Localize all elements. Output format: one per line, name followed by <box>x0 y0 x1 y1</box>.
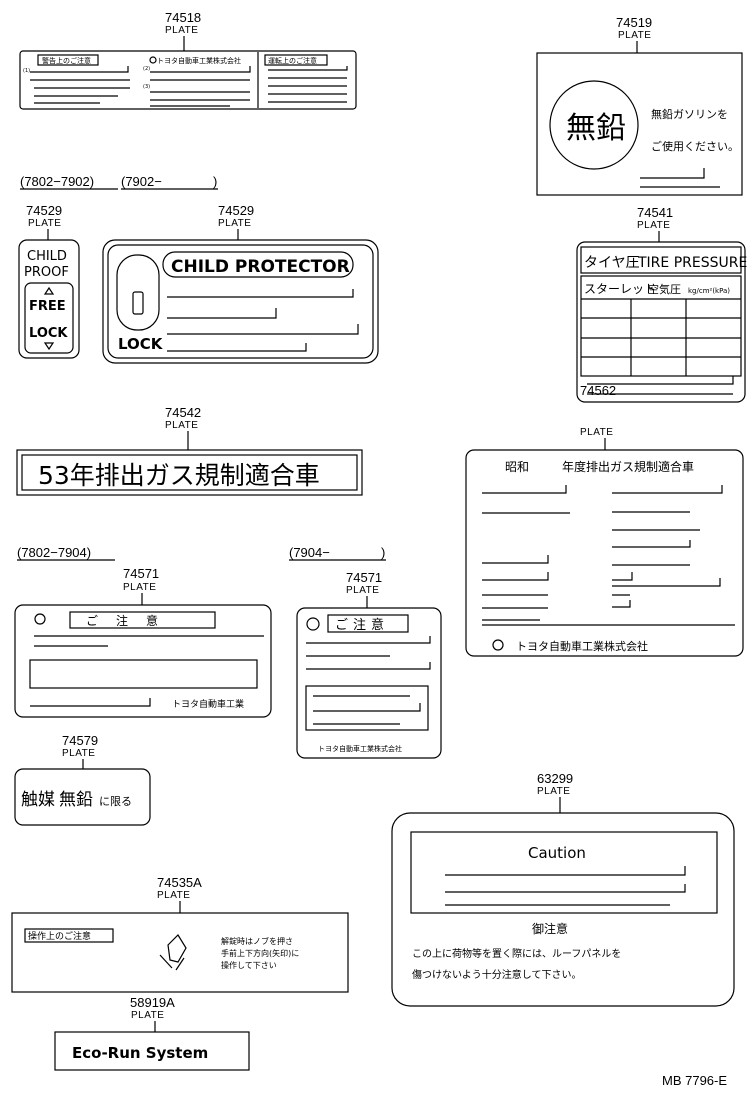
plate-74562: 74562 PLATE 昭和 年度排出ガス規制適合車 トヨタ自動車工業株式会社 <box>465 383 744 657</box>
plate-text: CHILD PROTECTOR <box>171 257 350 277</box>
part-number: 63299 <box>537 771 573 786</box>
part-number: 74529 <box>26 203 62 218</box>
range-label: (7902− <box>121 174 162 189</box>
part-number: 74542 <box>165 405 201 420</box>
plate-74529-large: 74529 PLATE CHILD PROTECTOR LOCK <box>102 203 379 364</box>
plate-text: kg/cm²(kPa) <box>688 287 730 295</box>
plate-text: 空気圧 <box>648 282 681 296</box>
plate-text: 無鉛 <box>59 790 93 810</box>
plate-74541: 74541 PLATE タイヤ圧 TIRE PRESSURE スターレット 空気… <box>576 205 747 403</box>
plate-text: 昭和 <box>505 460 529 474</box>
plate-74542: 74542 PLATE 53年排出ガス規制適合車 <box>16 405 363 496</box>
plate-text: ご注意 <box>86 613 176 628</box>
plate-text: 操作上のご注意 <box>28 930 91 942</box>
plate-74529-small: 74529 PLATE CHILD PROOF FREE LOCK <box>18 203 80 359</box>
plate-text: トヨタ自動車工業株式会社 <box>516 639 648 653</box>
plate-text: トヨタ自動車工業株式会社 <box>318 744 402 753</box>
drawing-code: MB 7796-E <box>662 1073 727 1088</box>
plate-text: Eco-Run System <box>72 1044 208 1062</box>
part-number: 74562 <box>580 383 616 398</box>
plate-text: LOCK <box>29 326 68 341</box>
plate-text: ご使用ください。 <box>651 139 739 153</box>
plate-text: 触媒 <box>21 790 55 810</box>
range-label: (7904− <box>289 545 330 560</box>
part-label: PLATE <box>618 30 651 41</box>
range-label: ) <box>381 545 385 560</box>
plate-text: 解錠時はノブを押さ <box>221 936 293 946</box>
plate-text: トヨタ自動車工業株式会社 <box>157 56 241 65</box>
plate-text: 無鉛 <box>566 111 626 146</box>
part-number: 74571 <box>123 566 159 581</box>
part-label: PLATE <box>157 890 190 901</box>
plate-74571-right: 74571 PLATE ご注意 トヨタ自動車工業株式会社 <box>296 570 442 759</box>
plate-text: 年度排出ガス規制適合車 <box>562 459 694 474</box>
part-label: PLATE <box>131 1010 164 1021</box>
part-label: PLATE <box>537 786 570 797</box>
plate-74535A: 74535A PLATE 操作上のご注意 解錠時はノブを押さ 手前上下方向(矢印… <box>11 875 349 993</box>
part-label: PLATE <box>28 218 61 229</box>
part-number: 58919A <box>130 995 175 1010</box>
plate-63299: 63299 PLATE Caution 御注意 この上に荷物等を置く際には、ルー… <box>391 771 735 1007</box>
plate-text: PROOF <box>24 265 69 280</box>
plate-text: Caution <box>528 844 586 862</box>
plate-74571-left: 74571 PLATE ご注意 トヨタ自動車工業 <box>14 566 272 718</box>
part-number: 74579 <box>62 733 98 748</box>
part-label: PLATE <box>346 585 379 596</box>
plate-text: 傷つけないよう十分注意して下さい。 <box>412 968 582 981</box>
part-number: 74541 <box>637 205 673 220</box>
plate-text: ご注意 <box>335 617 389 633</box>
small-mark: (2) <box>143 66 150 72</box>
plate-text: FREE <box>29 299 66 314</box>
plate-text: LOCK <box>118 335 164 353</box>
plate-text: この上に荷物等を置く際には、ルーフパネルを <box>412 947 621 960</box>
range-label: (7802−7902) <box>20 174 94 189</box>
plate-text: トヨタ自動車工業 <box>172 698 244 710</box>
part-number: 74571 <box>346 570 382 585</box>
plate-58919A: 58919A PLATE Eco-Run System <box>54 995 250 1071</box>
part-number: 74518 <box>165 10 201 25</box>
plate-text: タイヤ圧 <box>584 255 640 271</box>
plate-text: 手前上下方向(矢印)に <box>221 948 299 958</box>
plate-text: 無鉛ガソリンを <box>651 107 728 121</box>
small-mark: (3) <box>143 84 150 90</box>
range-label: (7802−7904) <box>17 545 91 560</box>
plate-text: 御注意 <box>532 921 568 936</box>
plate-text: TIRE PRESSURE <box>637 255 747 271</box>
plate-text: に限る <box>99 795 132 808</box>
plate-74519: 74519 PLATE 無鉛 無鉛ガソリンを ご使用ください。 <box>536 15 743 196</box>
plate-text: CHILD <box>27 249 67 264</box>
plate-text: 操作して下さい <box>221 960 277 970</box>
part-label: PLATE <box>62 748 95 759</box>
part-label: PLATE <box>580 427 613 438</box>
plate-74518: 74518 PLATE 警告上のご注意 トヨタ自動車工業株式会社 運転上のご注意… <box>19 10 357 110</box>
part-number: 74529 <box>218 203 254 218</box>
small-mark: (1) <box>23 68 30 74</box>
plate-text: スターレット <box>584 282 656 296</box>
part-number: 74535A <box>157 875 202 890</box>
part-number: 74519 <box>616 15 652 30</box>
part-label: PLATE <box>123 582 156 593</box>
plate-text: 運転上のご注意 <box>268 56 317 65</box>
part-label: PLATE <box>218 218 251 229</box>
plate-74579: 74579 PLATE 触媒 無鉛 に限る <box>14 733 151 826</box>
part-label: PLATE <box>165 25 198 36</box>
plate-text: 警告上のご注意 <box>42 56 91 65</box>
part-label: PLATE <box>637 220 670 231</box>
range-label: ) <box>213 174 217 189</box>
part-label: PLATE <box>165 420 198 431</box>
plate-text: 53年排出ガス規制適合車 <box>38 461 320 490</box>
